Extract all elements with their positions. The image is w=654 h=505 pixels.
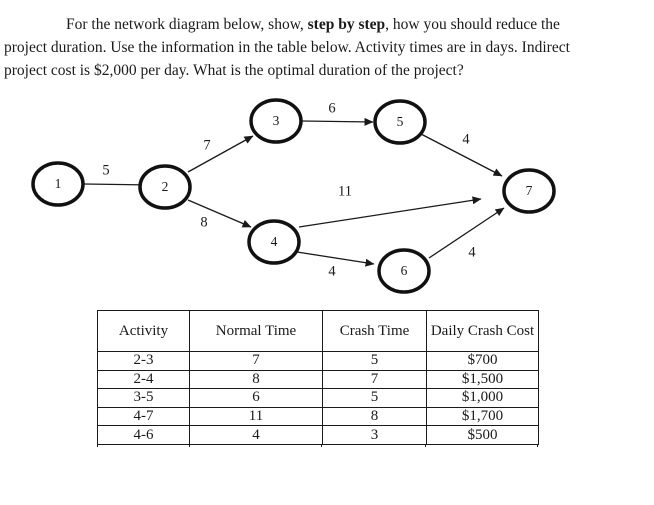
edge-5-7 [420, 133, 503, 177]
column-header-1: Activity [97, 310, 190, 352]
table-stub-cell [425, 444, 538, 447]
table-cell: 5 [322, 351, 427, 371]
node-label-5: 5 [397, 114, 404, 129]
node-label-3: 3 [273, 113, 280, 128]
problem-line-3: project cost is $2,000 per day. What is … [4, 59, 636, 82]
table-cell: 4 [189, 425, 323, 445]
column-header-2: Normal Time [189, 310, 323, 352]
problem-text: , how you should reduce the [385, 16, 560, 33]
table-cell: $1,500 [426, 369, 539, 390]
table-cell: 8 [322, 406, 427, 427]
node-label-6: 6 [401, 263, 408, 278]
table-cell: 11 [189, 406, 323, 427]
edge-3-5 [301, 117, 374, 126]
table-stub-cell [97, 444, 189, 447]
table-cell: 4-7 [97, 406, 190, 427]
table-stub-cell [188, 444, 321, 447]
problem-statement: For the network diagram below, show, ste… [4, 13, 636, 82]
edge-4-7 [298, 196, 482, 228]
column-header-3: Crash Time [322, 310, 427, 352]
table-cell: 5 [322, 388, 427, 408]
node-2: 2 [138, 164, 192, 210]
table-cell: 6 [189, 388, 323, 408]
node-1: 1 [31, 161, 85, 207]
edge-duration-3-5: 6 [328, 100, 335, 116]
edge-duration-2-3: 7 [203, 137, 210, 153]
edge-6-7 [428, 207, 505, 259]
table-cell: 2-3 [97, 351, 190, 371]
table-cell: $1,700 [426, 406, 539, 427]
problem-text: For the network diagram below, show, [66, 16, 308, 33]
table-cell: 3-5 [97, 388, 190, 408]
problem-text: project cost is $2,000 per day. What is … [4, 62, 464, 79]
edge-2-3 [187, 135, 254, 173]
problem-text: project duration. Use the information in… [4, 39, 570, 56]
node-6: 6 [377, 248, 431, 294]
node-3: 3 [249, 98, 303, 144]
table-cell: 7 [189, 351, 323, 371]
node-5: 5 [373, 99, 427, 145]
table-cell: 4-6 [97, 425, 190, 445]
node-label-4: 4 [271, 234, 278, 249]
edge-4-6 [296, 251, 375, 267]
table-cutoff-stub [97, 444, 538, 447]
node-label-1: 1 [55, 176, 62, 191]
table-stub-cell [321, 444, 425, 447]
edge-duration-5-7: 4 [462, 131, 470, 147]
edge-duration-2-4: 8 [200, 214, 207, 230]
table-cell: 2-4 [97, 369, 190, 390]
table-cell: 3 [322, 425, 427, 445]
table-cell: $500 [426, 425, 539, 445]
node-4: 4 [247, 219, 301, 265]
table-cell: 8 [189, 369, 323, 390]
network-diagram: 5 7 8 6 4 11 4 4 1 2 3 4 5 6 7 [31, 98, 556, 294]
edge-duration-1-2: 5 [102, 162, 109, 178]
edge-2-4 [187, 199, 252, 228]
problem-text-bold: step by step [307, 16, 386, 33]
edge-duration-6-7: 4 [468, 244, 476, 260]
edge-duration-4-7: 11 [338, 183, 352, 199]
problem-line-2: project duration. Use the information in… [4, 36, 636, 59]
table-cell: 7 [322, 369, 427, 390]
edge-duration-4-6: 4 [328, 263, 336, 279]
table-cell: $1,000 [426, 388, 539, 408]
node-7: 7 [502, 168, 556, 214]
table-cell: $700 [426, 351, 539, 371]
column-header-4: Daily Crash Cost [426, 310, 539, 352]
node-label-7: 7 [526, 183, 533, 198]
problem-line-1: For the network diagram below, show, ste… [4, 13, 636, 36]
node-label-2: 2 [162, 179, 169, 194]
